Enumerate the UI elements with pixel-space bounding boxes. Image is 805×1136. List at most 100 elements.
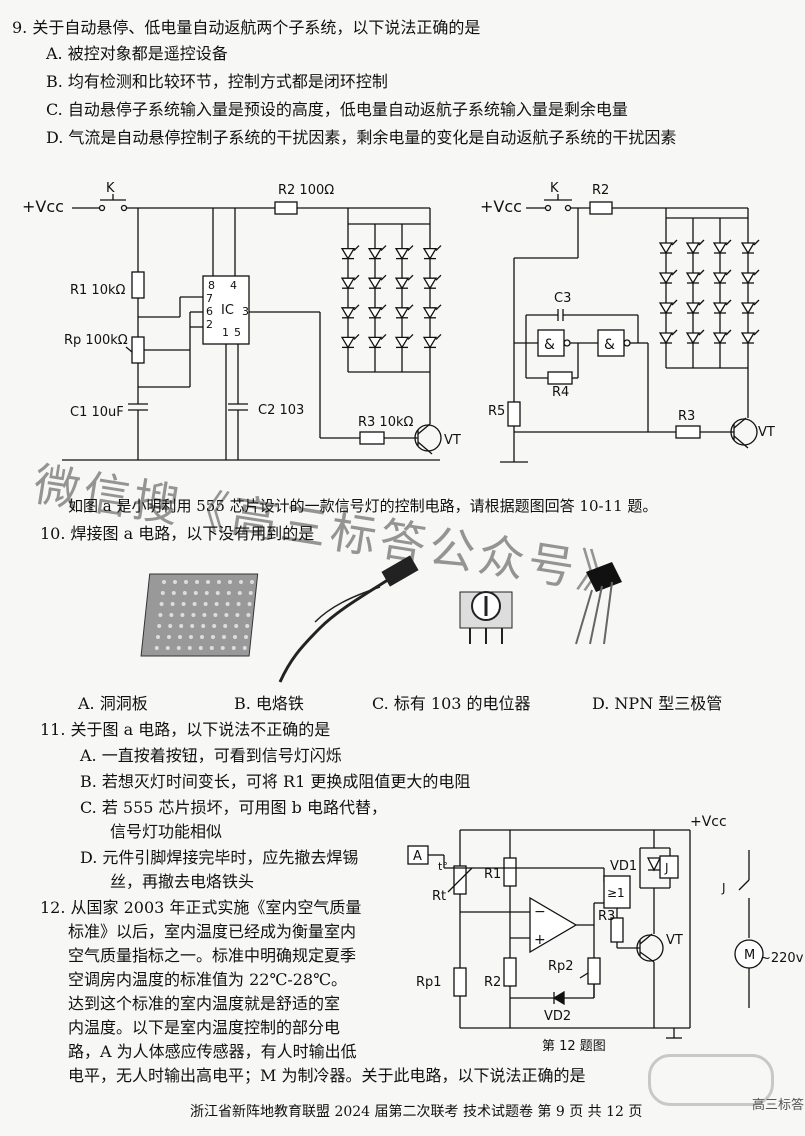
- perfboard-hole: [236, 602, 241, 606]
- led-icon: [394, 247, 410, 260]
- svg-text:5: 5: [234, 326, 241, 339]
- circuit-12-j-coil: J: [664, 861, 669, 875]
- circuit-12-vcc: +Vcc: [690, 814, 727, 830]
- led-icon: [422, 247, 438, 260]
- perfboard-hole: [206, 580, 210, 584]
- q12-line-7: 路，A 为人体感应传感器，有人时输出低: [68, 1042, 357, 1061]
- circuit-12-j-contact: J: [721, 881, 726, 895]
- perfboard-hole: [180, 613, 185, 617]
- q10-stem: 10. 焊接图 a 电路，以下没有用到的是: [40, 524, 315, 543]
- led-icon: [394, 307, 410, 320]
- circuit-a-r3: R3 10kΩ: [358, 415, 414, 430]
- perfboard-hole: [200, 635, 204, 639]
- led-icon: [712, 302, 728, 315]
- q9-option-d: D. 气流是自动悬停控制子系统的干扰因素，剩余电量的变化是自动返航子系统的干扰因…: [46, 128, 677, 147]
- circuit-12-diagram: +Vcc A t° Rt Rp1 R1 R2 − + Rp2 VD2 ≥1 R3…: [407, 814, 804, 1054]
- perfboard-hole: [192, 602, 197, 606]
- perfboard-hole: [169, 613, 174, 617]
- q9-stem: 9. 关于自动悬停、低电量自动返航两个子系统，以下说法正确的是: [12, 18, 481, 37]
- led-icon: [658, 302, 674, 315]
- perfboard-hole: [209, 646, 214, 650]
- led-icon: [685, 302, 701, 315]
- led-icon: [394, 336, 410, 349]
- circuit-a-vcc: +Vcc: [22, 197, 64, 216]
- perfboard-hole: [220, 646, 225, 650]
- perfboard-hole: [159, 602, 164, 606]
- led-icon: [340, 307, 356, 320]
- perfboard-hole: [181, 602, 186, 606]
- page-footer: 浙江省新阵地教育联盟 2024 届第二次联考 技术试题卷 第 9 页 共 12 …: [190, 1104, 643, 1120]
- led-icon: [658, 242, 674, 255]
- perfboard-hole: [244, 635, 248, 639]
- svg-text:1: 1: [222, 326, 229, 339]
- circuit-12-rp2: Rp2: [548, 959, 574, 974]
- transistor-image: [575, 562, 622, 645]
- svg-text:2: 2: [206, 318, 213, 331]
- led-icon: [422, 336, 438, 349]
- led-icon: [367, 307, 383, 320]
- svg-text:8: 8: [208, 279, 215, 292]
- svg-text:&: &: [604, 337, 615, 353]
- perfboard-hole: [202, 613, 207, 617]
- perfboard-hole: [242, 646, 247, 650]
- q10-option-d: D. NPN 型三极管: [592, 694, 723, 713]
- perfboard-hole: [237, 591, 242, 595]
- circuit-12-m: M: [744, 948, 755, 963]
- perfboard-hole: [228, 580, 232, 584]
- q12-line-8: 电平，无人时输出高电平；M 为制冷器。关于此电路，以下说法正确的是: [68, 1066, 586, 1085]
- perfboard-hole: [203, 602, 208, 606]
- led-icon: [340, 277, 356, 290]
- perfboard-hole: [213, 613, 218, 617]
- perfboard-hole: [246, 613, 251, 617]
- circuit-a-c1: C1 10uF: [70, 405, 124, 420]
- perfboard-hole: [160, 591, 165, 595]
- led-icon: [422, 277, 438, 290]
- led-icon: [367, 247, 383, 260]
- perfboard-hole: [176, 646, 181, 650]
- perfboard-hole: [157, 624, 162, 628]
- potentiometer-image: [459, 591, 513, 644]
- perfboard-hole: [214, 602, 219, 606]
- circuit-a-r1: R1 10kΩ: [70, 283, 126, 298]
- svg-text:7: 7: [206, 292, 213, 305]
- q12-line-1: 12. 从国家 2003 年正式实施《室内空气质量: [40, 898, 362, 917]
- circuit-a-rp: Rp 100kΩ: [64, 333, 128, 348]
- perfboard-hole: [173, 580, 177, 584]
- circuit-12-220v: ~220v: [760, 951, 804, 966]
- circuit-b-led-matrix: [658, 208, 760, 418]
- perfboard-hole: [165, 646, 170, 650]
- perfboard-hole: [248, 591, 253, 595]
- soldering-iron-image: [278, 555, 419, 683]
- circuit-12-r3: R3: [598, 909, 615, 924]
- perfboard-hole: [235, 613, 240, 617]
- perfboard-hole: [217, 580, 221, 584]
- perfboard-hole: [204, 591, 209, 595]
- led-icon: [740, 302, 756, 315]
- perfboard-hole: [222, 635, 226, 639]
- perfboard-hole: [225, 602, 230, 606]
- circuit-12-rp1: Rp1: [416, 975, 442, 990]
- perfboard-hole: [189, 635, 193, 639]
- led-icon: [422, 307, 438, 320]
- circuit-b-diagram: +Vcc K R2 R5 & & C3 R4 R3 VT: [480, 181, 775, 463]
- q11-stem: 11. 关于图 a 电路，以下说法不正确的是: [40, 720, 331, 739]
- perfboard-hole: [231, 646, 236, 650]
- perfboard-hole: [193, 591, 198, 595]
- led-icon: [340, 247, 356, 260]
- q11-option-c-line2: 信号灯功能相似: [110, 822, 223, 841]
- perfboard-hole: [226, 591, 231, 595]
- circuit-a-k: K: [106, 181, 115, 196]
- svg-text:−: −: [534, 904, 546, 920]
- q12-line-5: 达到这个标准的室内温度就是舒适的室: [68, 994, 341, 1013]
- led-icon: [740, 272, 756, 285]
- perfboard-hole: [182, 591, 187, 595]
- circuit-a-ic: IC: [221, 303, 234, 318]
- circuit-12-r2: R2: [484, 975, 501, 990]
- perfboard-hole: [156, 635, 160, 639]
- perfboard-hole: [170, 602, 175, 606]
- circuit-b-r4: R4: [552, 385, 569, 400]
- circuit-12-rt: Rt: [432, 889, 446, 904]
- perfboard-hole: [224, 613, 229, 617]
- led-icon: [712, 242, 728, 255]
- perfboard-hole: [223, 624, 228, 628]
